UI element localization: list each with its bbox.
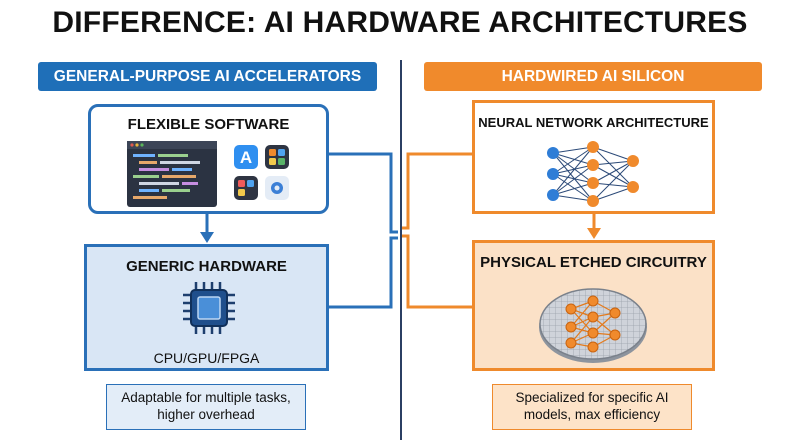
hardware-types-label: CPU/GPU/FPGA: [153, 350, 260, 366]
right-summary-note: Specialized for specific AI models, max …: [492, 384, 692, 430]
svg-text:A: A: [240, 148, 252, 167]
generic-hardware-box: GENERIC HARDWARE CPU/GPU/FPGA: [84, 244, 329, 371]
silicon-wafer-icon: [539, 288, 647, 363]
chip-icon: [183, 282, 235, 334]
page-title: DIFFERENCE: AI HARDWARE ARCHITECTURES: [52, 6, 748, 39]
physical-etched-circuitry-box: PHYSICAL ETCHED CIRCUITRY: [472, 240, 715, 371]
physical-etched-circuitry-label: PHYSICAL ETCHED CIRCUITRY: [480, 254, 707, 271]
flexible-software-label: FLEXIBLE SOFTWARE: [127, 116, 290, 133]
left-summary-note: Adaptable for multiple tasks, higher ove…: [106, 384, 306, 430]
neural-network-architecture-box: NEURAL NETWORK ARCHITECTURE: [472, 100, 715, 214]
app-grid-icon: A: [234, 145, 289, 200]
right-column-header: HARDWIRED AI SILICON: [424, 62, 762, 91]
neural-network-architecture-label: NEURAL NETWORK ARCHITECTURE: [478, 115, 709, 130]
neural-network-icon: [547, 141, 639, 207]
flexible-software-box: FLEXIBLE SOFTWARE A: [88, 104, 329, 214]
generic-hardware-label: GENERIC HARDWARE: [126, 258, 287, 275]
left-column-header: GENERAL-PURPOSE AI ACCELERATORS: [38, 62, 377, 91]
column-divider: [400, 60, 402, 440]
code-editor-icon: [127, 141, 217, 207]
